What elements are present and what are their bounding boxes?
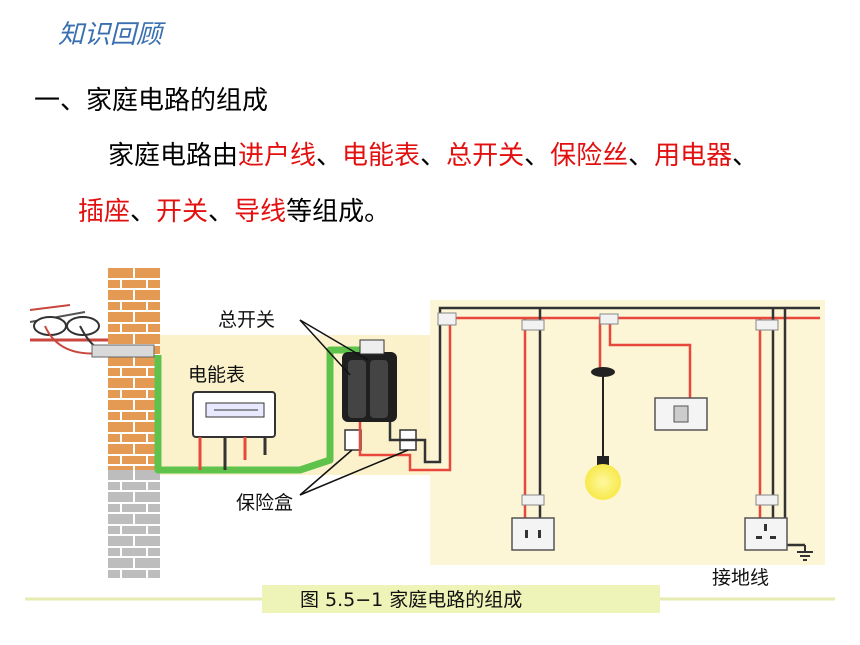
label-ground-wire: 接地线 — [712, 567, 769, 589]
section-heading: 一、家庭电路的组成 — [34, 86, 269, 116]
brick-wall-lower — [108, 470, 160, 580]
item-socket: 插座 — [78, 197, 131, 227]
brick-wall — [108, 268, 160, 473]
label-main-switch: 总开关 — [218, 309, 275, 331]
item-switch: 开关 — [156, 197, 209, 227]
service-line-insulators — [29, 304, 111, 355]
separator: 、 — [420, 141, 447, 171]
separator: 、 — [208, 197, 235, 227]
composition-text-line1: 家庭电路由进户线、电能表、总开关、保险丝、用电器、 — [108, 128, 860, 184]
wall-conduit — [91, 344, 155, 358]
label-fuse-box: 保险盒 — [236, 492, 293, 514]
composition-text-line2: 插座、开关、导线等组成。 — [78, 184, 838, 240]
two-pin-socket — [511, 517, 555, 551]
ground-symbol — [797, 545, 813, 561]
light-switch — [654, 397, 708, 431]
separator: 、 — [130, 197, 157, 227]
separator: 、 — [732, 141, 759, 171]
green-service-wire — [154, 346, 360, 474]
separator: 、 — [628, 141, 655, 171]
ceiling-lamp — [585, 367, 621, 500]
item-main-switch: 总开关 — [446, 141, 525, 171]
item-meter: 电能表 — [342, 141, 421, 171]
label-meter: 电能表 — [188, 364, 245, 386]
electric-meter — [192, 391, 276, 470]
text-prefix: 家庭电路由 — [108, 141, 239, 171]
review-title: 知识回顾 — [58, 20, 163, 50]
separator: 、 — [524, 141, 551, 171]
main-switch — [342, 339, 397, 422]
item-appliance: 用电器 — [654, 141, 733, 171]
separator: 、 — [316, 141, 343, 171]
text-suffix: 等组成。 — [286, 197, 391, 227]
three-pin-socket — [744, 517, 788, 551]
item-fuse: 保险丝 — [550, 141, 629, 171]
item-wire: 导线 — [234, 197, 287, 227]
label-leaders — [299, 319, 409, 496]
item-service-line: 进户线 — [238, 141, 317, 171]
figure-caption: 图 5.5−1 家庭电路的组成 — [300, 589, 522, 611]
wire-clamps — [437, 312, 779, 506]
